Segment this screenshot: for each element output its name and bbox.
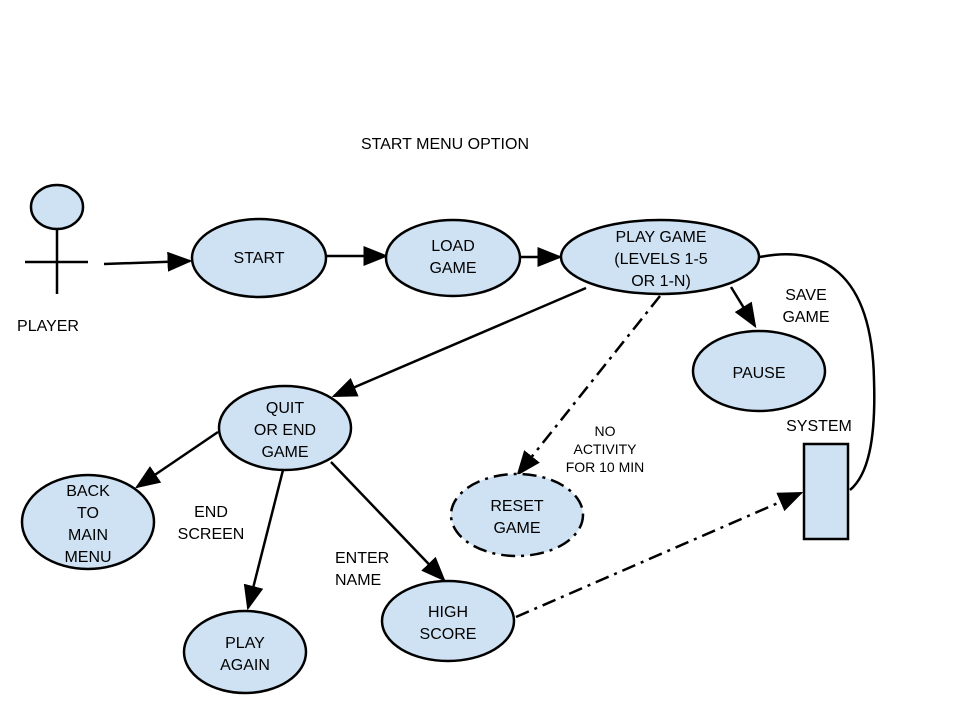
edge-player-to-start: [103, 251, 193, 272]
use-case-load-game: LOAD GAME: [384, 218, 522, 298]
system-label: SYSTEM: [786, 418, 852, 435]
edge-label-end-screen-line-1: END: [194, 504, 228, 521]
use-case-high-score-label-line-2: SCORE: [420, 626, 477, 643]
edge-label-no-activity-line-1: NO: [595, 423, 616, 439]
use-case-play-game-shape: [559, 218, 761, 296]
edge-play-game-to-reset-game: [516, 295, 661, 476]
use-case-back-to-main-menu-label-line-1: BACK: [66, 483, 110, 500]
use-case-high-score: HIGH SCORE: [380, 579, 516, 663]
edge-label-enter-name-line-1: ENTER: [335, 550, 389, 567]
use-case-play-game-label-line-1: PLAY GAME: [616, 229, 707, 246]
edge-quit-to-back-to-main-menu: [134, 430, 219, 489]
use-case-play-game-label-line-2: (LEVELS 1-5: [614, 251, 707, 268]
use-case-start-shape: [190, 217, 328, 299]
use-case-reset-game: RESET GAME: [449, 472, 585, 558]
use-case-play-again: PLAY AGAIN: [182, 609, 308, 695]
edge-label-no-activity-line-3: FOR 10 MIN: [566, 459, 645, 475]
edge-label-enter-name: ENTER NAME: [335, 550, 389, 589]
use-case-play-again-label-line-1: PLAY: [225, 635, 265, 652]
edge-play-game-to-system: [759, 253, 876, 491]
use-case-back-to-main-menu-label-line-4: MENU: [64, 549, 111, 566]
use-case-quit-or-end-game-label-line-3: GAME: [261, 444, 308, 461]
edge-play-game-to-quit: [331, 286, 587, 398]
edge-high-score-to-system: [515, 491, 804, 619]
use-case-reset-game-shape: [449, 472, 585, 558]
use-case-quit-or-end-game-label-line-1: QUIT: [266, 400, 304, 417]
edges: [103, 246, 876, 619]
player-actor: PLAYER: [17, 183, 88, 335]
use-case-back-to-main-menu-shape: [20, 473, 156, 571]
use-case-high-score-shape: [380, 579, 516, 663]
use-case-load-game-shape: [384, 218, 522, 298]
use-case-load-game-label-line-2: GAME: [429, 260, 476, 277]
use-case-pause: PAUSE: [691, 329, 827, 413]
edge-play-game-to-pause: [729, 286, 757, 329]
use-case-play-game: PLAY GAME (LEVELS 1-5 OR 1-N): [559, 218, 761, 296]
use-case-high-score-label-line-1: HIGH: [428, 604, 468, 621]
use-case-load-game-label-line-1: LOAD: [431, 238, 475, 255]
use-case-pause-shape: [691, 329, 827, 413]
edge-label-save-game-line-2: GAME: [782, 309, 829, 326]
use-case-pause-label: PAUSE: [732, 365, 785, 382]
use-case-play-game-label-line-3: OR 1-N): [631, 273, 691, 290]
system-actor: SYSTEM: [786, 418, 852, 541]
edge-label-save-game: SAVE GAME: [782, 287, 829, 326]
edge-label-enter-name-line-2: NAME: [335, 572, 381, 589]
diagram-title: START MENU OPTION: [361, 136, 529, 153]
edge-quit-to-high-score: [330, 461, 446, 582]
use-case-start: START: [190, 217, 328, 299]
use-case-quit-or-end-game-label-line-2: OR END: [254, 422, 316, 439]
edge-label-no-activity: NO ACTIVITY FOR 10 MIN: [566, 423, 645, 475]
edge-label-no-activity-line-2: ACTIVITY: [573, 441, 637, 457]
edge-label-end-screen-line-2: SCREEN: [178, 526, 245, 543]
use-case-start-label: START: [234, 250, 285, 267]
player-label: PLAYER: [17, 318, 79, 335]
edge-quit-to-play-again: [243, 469, 285, 611]
use-case-reset-game-label-line-2: GAME: [493, 520, 540, 537]
use-case-back-to-main-menu-label-line-3: MAIN: [68, 527, 108, 544]
use-case-reset-game-label-line-1: RESET: [490, 498, 544, 515]
use-case-quit-or-end-game: QUIT OR END GAME: [217, 384, 353, 472]
edge-label-save-game-line-1: SAVE: [785, 287, 827, 304]
use-case-play-again-shape: [182, 609, 308, 695]
edge-label-end-screen: END SCREEN: [178, 504, 245, 543]
use-case-back-to-main-menu: BACK TO MAIN MENU: [20, 473, 156, 571]
use-case-quit-or-end-game-shape: [217, 384, 353, 472]
use-case-back-to-main-menu-label-line-2: TO: [77, 505, 99, 522]
use-case-play-again-label-line-2: AGAIN: [220, 657, 270, 674]
player-head: [29, 183, 85, 231]
system-box: [802, 442, 850, 541]
